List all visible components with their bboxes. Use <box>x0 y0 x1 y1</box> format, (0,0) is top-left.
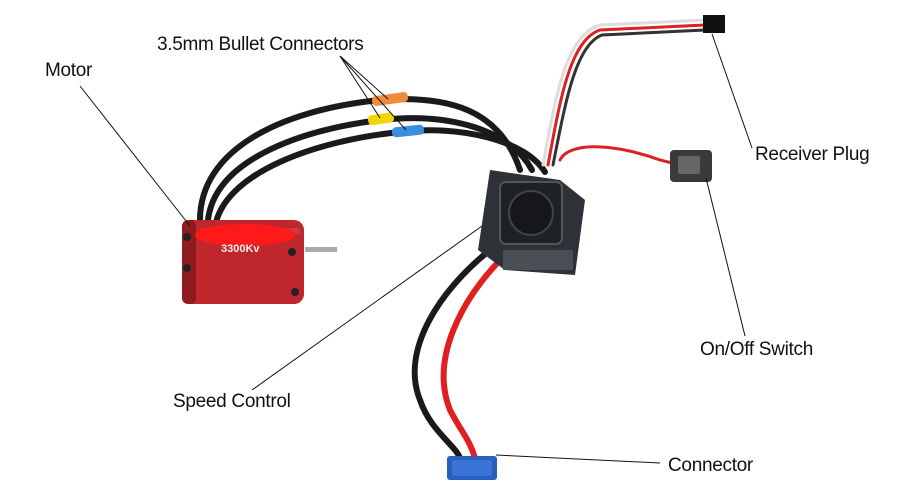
receiver-plug-housing <box>703 15 725 33</box>
label-bullet-connectors: 3.5mm Bullet Connectors <box>157 34 364 55</box>
motor-body <box>182 220 337 304</box>
speed-control-body <box>478 170 585 275</box>
motor-kv-marking: 3300Kv <box>221 243 260 255</box>
ec3-connector <box>447 456 497 480</box>
label-on-off-switch: On/Off Switch <box>700 339 813 360</box>
label-speed-control: Speed Control <box>173 391 291 412</box>
label-connector: Connector <box>668 455 753 476</box>
leader-lines <box>79 33 753 464</box>
battery-wires <box>411 247 508 461</box>
redaction-mark <box>195 224 295 246</box>
label-motor: Motor <box>45 60 93 81</box>
on-off-switch-body <box>670 150 712 182</box>
receiver-wires <box>541 18 707 167</box>
label-receiver-plug: Receiver Plug <box>755 144 870 165</box>
